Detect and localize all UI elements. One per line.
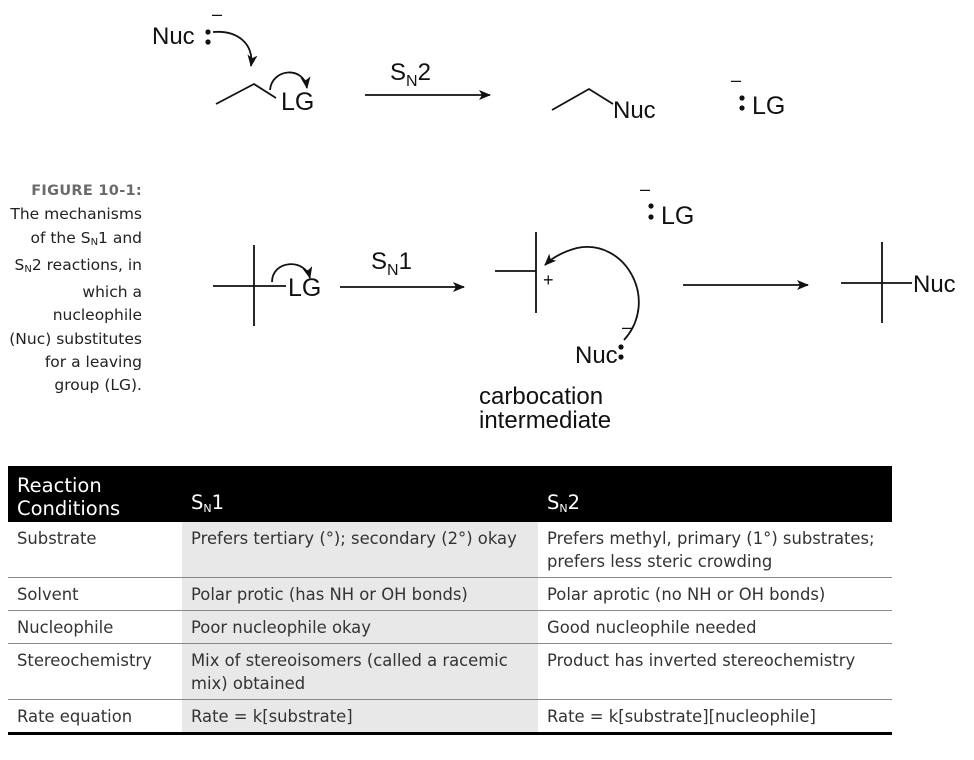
sn2-attack-arrow bbox=[212, 31, 258, 67]
sn2-nuc-label: Nuc bbox=[152, 23, 195, 50]
negative-charge: – bbox=[212, 4, 222, 24]
sn1-product-nuc: Nuc bbox=[913, 271, 956, 298]
sn1-arrow-label: SN1 bbox=[371, 248, 412, 279]
mechanism-diagram: Nuc – LG SN2 Nuc – LG LG SN1 – bbox=[152, 4, 956, 434]
lone-pair-dot bbox=[205, 39, 211, 45]
sn2-arrow-label: SN2 bbox=[390, 59, 431, 90]
cell-condition: Substrate bbox=[8, 522, 182, 578]
cell-condition: Rate equation bbox=[8, 699, 182, 735]
lone-pair-dot bbox=[739, 105, 745, 111]
sn2-released-lg: LG bbox=[752, 92, 785, 120]
cell-sn1: Poor nucleophile okay bbox=[182, 610, 538, 644]
sn1-lg-label: LG bbox=[288, 274, 321, 302]
cell-sn1: Mix of stereoisomers (called a racemic m… bbox=[182, 643, 538, 700]
cell-condition: Solvent bbox=[8, 577, 182, 611]
negative-charge: – bbox=[731, 70, 741, 90]
sn2-product-bond bbox=[551, 87, 614, 111]
sn2-product-nuc: Nuc bbox=[613, 97, 656, 124]
cell-sn1: Polar protic (has NH or OH bonds) bbox=[182, 577, 538, 611]
sn1-leaving-arrow bbox=[271, 263, 313, 283]
intermediate-label-2: intermediate bbox=[479, 407, 611, 434]
cell-sn2: Prefers methyl, primary (1°) substrates;… bbox=[538, 522, 892, 578]
lone-pair-dot bbox=[618, 354, 624, 360]
cell-sn1: Rate = k[substrate] bbox=[182, 699, 538, 735]
lone-pair-dot bbox=[618, 344, 624, 350]
cell-sn2: Rate = k[substrate][nucleophile] bbox=[538, 699, 892, 735]
sn1-released-lg: LG bbox=[661, 202, 694, 230]
sn2-substrate-bond bbox=[215, 82, 277, 105]
cell-condition: Nucleophile bbox=[8, 610, 182, 644]
header-sn1: SN1 bbox=[182, 466, 538, 522]
intermediate-label-1: carbocation bbox=[479, 383, 603, 410]
sn1-attack-arrow bbox=[544, 246, 640, 341]
cell-sn2: Polar aprotic (no NH or OH bonds) bbox=[538, 577, 892, 611]
cell-condition: Stereochemistry bbox=[8, 643, 182, 700]
figure-caption: FIGURE 10-1: The mechanisms of the SN1 a… bbox=[8, 180, 142, 398]
cell-sn2: Product has inverted stereochemistry bbox=[538, 643, 892, 700]
table-row: Substrate Prefers tertiary (°); secondar… bbox=[8, 522, 892, 578]
sn1-reaction: LG SN1 – LG + Nuc – carbocation intermed… bbox=[213, 179, 956, 434]
caption-text: The mechanisms of the SN1 and SN2 reacti… bbox=[9, 205, 142, 395]
lone-pair-dot bbox=[648, 214, 654, 220]
header-sn2: SN2 bbox=[538, 466, 892, 522]
table-row: Solvent Polar protic (has NH or OH bonds… bbox=[8, 577, 892, 611]
negative-charge: – bbox=[640, 179, 650, 199]
sn2-leaving-arrow bbox=[269, 71, 311, 91]
sn1-nuc-label: Nuc bbox=[575, 342, 618, 369]
sn2-reaction: Nuc – LG SN2 Nuc – LG bbox=[152, 4, 785, 124]
mechanism-svg: Nuc – LG SN2 Nuc – LG LG SN1 – bbox=[152, 4, 956, 434]
table-row: Nucleophile Poor nucleophile okay Good n… bbox=[8, 610, 892, 644]
lone-pair-dot bbox=[739, 95, 745, 101]
cell-sn1: Prefers tertiary (°); secondary (2°) oka… bbox=[182, 522, 538, 578]
lone-pair-dot bbox=[205, 29, 211, 35]
cell-sn2: Good nucleophile needed bbox=[538, 610, 892, 644]
table-row: Stereochemistry Mix of stereoisomers (ca… bbox=[8, 643, 892, 700]
sn2-lg-label: LG bbox=[281, 88, 314, 116]
table-row: Rate equation Rate = k[substrate] Rate =… bbox=[8, 699, 892, 735]
carbocation-plus: + bbox=[543, 270, 554, 290]
lone-pair-dot bbox=[648, 203, 654, 209]
figure-label: FIGURE 10-1: bbox=[31, 183, 142, 199]
negative-charge: – bbox=[622, 317, 632, 337]
